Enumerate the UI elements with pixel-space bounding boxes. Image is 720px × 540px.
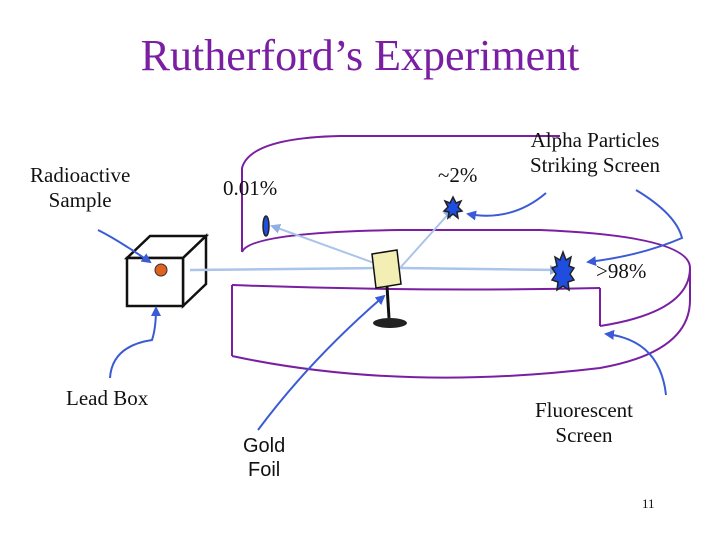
spot-2pct: [442, 195, 464, 220]
page-number: 11: [642, 496, 655, 511]
label-98-percent: >98%: [596, 259, 647, 283]
arrow-gold-foil: [257, 294, 386, 431]
screen-back-top: [241, 135, 560, 252]
arrow-fluorescent: [604, 329, 667, 396]
gold-foil: [371, 249, 407, 328]
radioactive-sample-dot: [154, 263, 168, 277]
label-lead-box: Lead Box: [66, 386, 149, 410]
arrow-lead-box: [109, 306, 161, 379]
alpha-beam: [189, 266, 389, 272]
beam-backscatter: [270, 224, 389, 269]
spot-98pct: [550, 249, 576, 292]
beam-straight: [399, 264, 560, 275]
screen-inner-arc: [231, 284, 601, 291]
lead-box: [123, 233, 210, 309]
arrow-striking-98: [586, 189, 684, 267]
screen-upper-edge: [241, 229, 692, 327]
spot-001: [262, 215, 270, 237]
screen-lower-edge: [231, 268, 691, 379]
arrow-striking-2: [466, 192, 547, 221]
arrow-radioactive: [97, 229, 152, 264]
beam-deflected-2pct: [399, 208, 454, 269]
label-0-01-percent: 0.01%: [223, 176, 278, 200]
slide-title: Rutherford’s Experiment: [140, 31, 580, 80]
label-2-percent: ~2%: [438, 163, 478, 187]
